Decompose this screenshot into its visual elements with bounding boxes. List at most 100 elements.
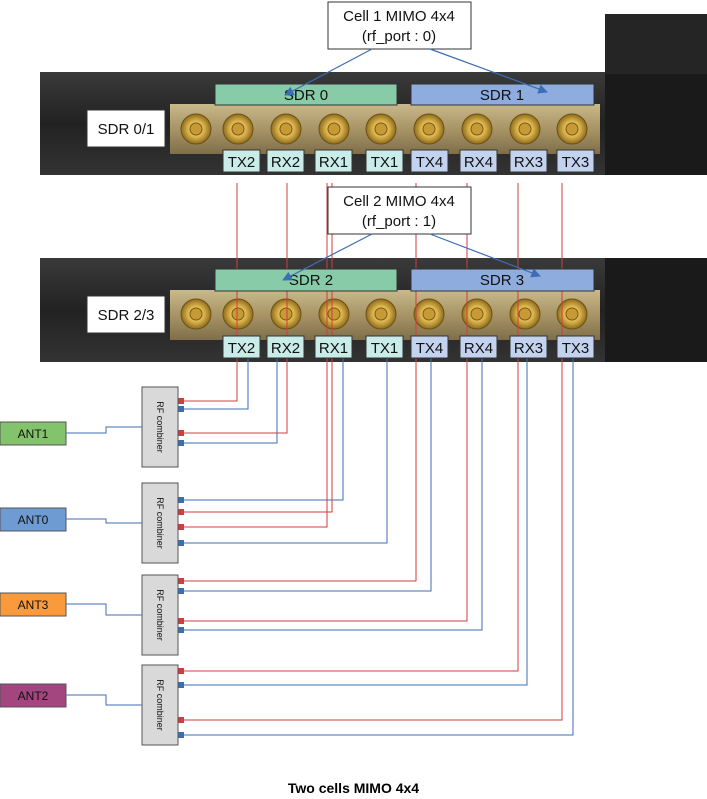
rf-combiner-label: RF combiner [155,497,165,549]
sma-connector-core [518,122,532,136]
tx-cable [183,183,288,434]
sma-connector-core [189,307,203,321]
sma-connector-core [518,307,532,321]
port-label-rx4: RX4 [464,340,493,357]
rx-cable [183,358,388,544]
sma-connector-core [565,122,579,136]
rx-pin [178,732,184,738]
port-label-box [365,149,404,173]
tx-cable [183,183,563,721]
port-label-tx1: TX1 [371,154,399,171]
tx-pin [178,398,184,404]
rf-combiner [141,386,179,468]
port-label-box [556,149,595,173]
cell2-title: Cell 2 MIMO 4x4 [343,193,455,210]
antenna-feed-line [66,426,142,434]
connector-row [180,298,588,330]
port-label-box [314,149,353,173]
sma-connector-core [422,122,436,136]
sdr2-block [214,268,398,292]
sdr1-block [410,83,595,106]
rf-combiner-label: RF combiner [155,401,165,453]
tx-cable [183,183,519,672]
port-label-rx2: RX2 [271,340,300,357]
antenna-label: ANT1 [18,427,49,441]
rx-pin [178,540,184,546]
port-label-rx3: RX3 [514,154,543,171]
rx-cable [183,358,432,592]
port-label-tx4: TX4 [416,340,444,357]
sma-connector-core [279,122,293,136]
rack-label-box [86,109,166,148]
cell2-subtitle: (rf_port : 1) [362,213,436,230]
rack-sdr23 [40,258,707,362]
port-label-box [459,335,498,359]
rf-combiner [141,574,179,656]
tx-cable [183,183,468,622]
rx-pin [178,627,184,633]
sma-connector-core [327,122,341,136]
sma-connector-core [231,307,245,321]
tx-pin [178,578,184,584]
cell1-to-sdr1-arrow [429,48,548,94]
antenna-label: ANT2 [18,689,49,703]
sdr0-label: SDR 0 [284,87,328,104]
cell1-subtitle: (rf_port : 0) [362,28,436,45]
cell2-to-sdr2-arrow [282,233,373,281]
cable-layer [178,183,574,738]
port-label-box [314,335,353,359]
antenna-label: ANT0 [18,513,49,527]
rack-label-sdr01: SDR 0/1 [98,121,155,138]
sma-connector-core [470,122,484,136]
sma-connector-core [279,307,293,321]
rx-cable [183,358,574,736]
antenna-label: ANT3 [18,598,49,612]
cell1-box [327,1,472,50]
rack-label-sdr23: SDR 2/3 [98,307,155,324]
tx-pin [178,509,184,515]
port-label-box [222,335,261,359]
tx-cable [183,183,417,582]
tx-pin [178,717,184,723]
rx-pin [178,588,184,594]
port-label-box [266,335,305,359]
antenna-feed-line [66,603,142,616]
tx-pin [178,524,184,530]
rf-combiner [141,482,179,564]
port-label-tx2: TX2 [228,340,256,357]
cell1-to-sdr0-arrow [284,48,373,96]
figure-caption: Two cells MIMO 4x4 [287,780,420,796]
port-label-tx3: TX3 [562,340,590,357]
port-label-rx2: RX2 [271,154,300,171]
tx-pin [178,618,184,624]
port-label-box [222,149,261,173]
port-label-box [365,335,404,359]
port-label-box [266,149,305,173]
sdr3-label: SDR 3 [480,272,524,289]
sma-connector-core [374,122,388,136]
port-label-tx3: TX3 [562,154,590,171]
sma-connector-core [470,307,484,321]
port-label-box [410,335,449,359]
sma-connector-core [422,307,436,321]
port-label-tx4: TX4 [416,154,444,171]
rx-cable [183,358,528,686]
rf-combiner [141,664,179,746]
tx-pin [178,430,184,436]
tx-cable [183,183,328,528]
tx-pin [178,668,184,674]
cell1-title: Cell 1 MIMO 4x4 [343,8,455,25]
sma-connector-core [565,307,579,321]
connector-row [180,113,588,145]
tx-cable [183,183,333,513]
rx-cable [183,358,483,631]
sdr2-label: SDR 2 [289,272,333,289]
port-label-tx1: TX1 [371,340,399,357]
sdr3-block [410,268,595,292]
port-label-rx1: RX1 [319,154,348,171]
port-label-box [509,335,548,359]
rx-cable [183,358,278,444]
